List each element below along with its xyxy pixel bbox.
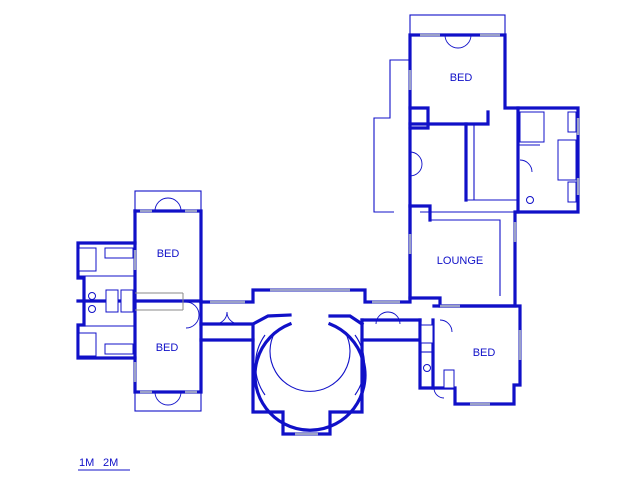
scale-label-1m: 1M <box>79 457 94 469</box>
room-label-bed-southeast: BED <box>473 347 496 359</box>
scale-label-2m: 2M <box>103 457 118 469</box>
room-label-bed-left-upper: BED <box>157 248 180 260</box>
left-wing <box>76 190 203 412</box>
room-label-lounge: LOUNGE <box>437 255 483 267</box>
room-label-bed-master: BED <box>450 72 473 84</box>
central-link <box>199 204 422 436</box>
windows <box>133 33 580 436</box>
scale-bar: 1M 2M <box>78 457 130 471</box>
room-label-bed-left-lower: BED <box>156 342 179 354</box>
southeast-wing <box>418 304 522 406</box>
